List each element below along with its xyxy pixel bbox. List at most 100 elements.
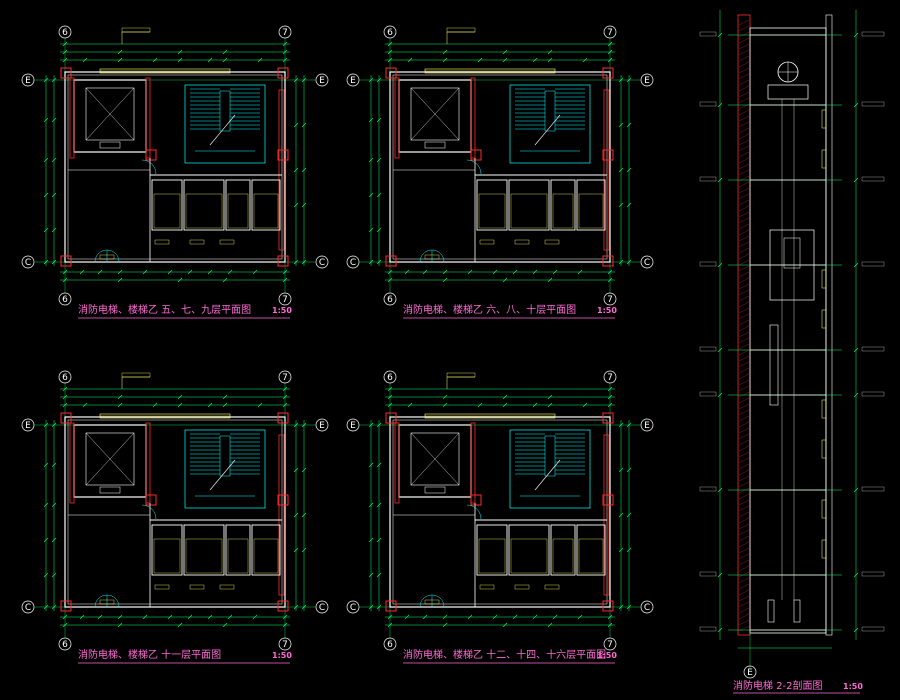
dimension-tick [853, 487, 859, 493]
level-tag [861, 176, 885, 182]
axis-label: E [25, 76, 31, 86]
service-shaft [251, 179, 281, 231]
dimension-tick [387, 394, 393, 400]
dimension-tick [117, 614, 123, 620]
stair-arrow [209, 114, 236, 146]
tag-box [154, 239, 170, 245]
wall-hatch [738, 55, 750, 62]
service-shaft [251, 524, 281, 576]
plan-scale: 1:50 [272, 306, 292, 315]
wall-hatch [738, 415, 750, 422]
dimension-tick [282, 622, 288, 628]
dimension-tick [853, 572, 859, 578]
wall-hatch [738, 25, 750, 32]
tag-box [446, 372, 476, 378]
axis-label: 7 [607, 640, 613, 650]
dimension-tick [618, 77, 624, 83]
side-wall-red [603, 89, 610, 251]
dimension-tick [618, 422, 624, 428]
dimension-tick [376, 227, 382, 233]
dimension-tick [368, 537, 374, 543]
tag-box [99, 599, 115, 605]
dimension-tick [51, 537, 57, 543]
dimension-tick [293, 547, 299, 553]
wall-hatch [738, 247, 750, 254]
dimension-tick [282, 41, 288, 47]
shaft-inner [153, 538, 181, 574]
wall-hatch [738, 385, 750, 392]
dimension-tick [62, 386, 68, 392]
dimension-tick [502, 622, 508, 628]
dimension-tick [442, 269, 448, 275]
dimension-tick [467, 269, 473, 275]
dimension-tick [293, 122, 299, 128]
wall-hatch [738, 619, 750, 626]
level-tag [699, 261, 717, 267]
dimension-tick [717, 32, 723, 38]
wall-hatch [738, 505, 750, 512]
dimension-tick [117, 49, 123, 55]
elevator-shaft-wall [398, 79, 472, 153]
dimension-tick [442, 394, 448, 400]
dimension-tick [222, 49, 228, 55]
dimension-tick [152, 57, 158, 63]
dimension-tick [222, 622, 228, 628]
wall-hatch [738, 493, 750, 500]
wall-hatch [738, 601, 750, 608]
dimension-tick [117, 57, 123, 63]
column [602, 149, 614, 161]
service-shaft [225, 524, 251, 576]
dimension-tick [152, 402, 158, 408]
column [60, 600, 72, 612]
dimension-tick [301, 604, 307, 610]
wall-hatch [738, 181, 750, 188]
wall-hatch [738, 115, 750, 122]
wall-hatch [738, 451, 750, 458]
wall-hatch [738, 523, 750, 530]
door-swing [419, 249, 433, 263]
stair-well [509, 84, 591, 164]
service-shaft [225, 179, 251, 231]
dimension-tick [79, 269, 85, 275]
column [602, 494, 614, 506]
dimension-tick [227, 614, 233, 620]
elevator-car [410, 432, 460, 486]
wall-hatch [738, 541, 750, 548]
landing-door [821, 439, 827, 459]
shaft-inner [253, 538, 279, 574]
dimension-tick [301, 512, 307, 518]
dimension-tick [387, 402, 393, 408]
axis-label: 7 [282, 373, 288, 383]
dimension-tick [117, 402, 123, 408]
dimension-tick [207, 57, 213, 63]
dimension-tick [626, 512, 632, 518]
tag-box [514, 584, 530, 590]
wall-hatch [738, 559, 750, 566]
dimension-tick [547, 57, 553, 63]
stair-arrow [534, 459, 561, 491]
wall-hatch [738, 91, 750, 98]
wall-hatch [738, 139, 750, 146]
dimension-tick [376, 77, 382, 83]
dimension-tick [477, 57, 483, 63]
wall-hatch [738, 205, 750, 212]
pit-buffer [793, 599, 801, 623]
dimension-tick [43, 572, 49, 578]
dimension-tick [387, 386, 393, 392]
dimension-tick [51, 572, 57, 578]
dimension-tick [301, 547, 307, 553]
level-tag [699, 391, 717, 397]
dimension-tick [368, 157, 374, 163]
axis-label: 6 [387, 295, 393, 305]
shaft-inner [185, 193, 223, 229]
wall-hatch [738, 187, 750, 194]
wall-hatch [738, 589, 750, 596]
door-swing [106, 594, 120, 608]
wall-hatch [738, 127, 750, 134]
landing-door [821, 499, 827, 519]
column [60, 67, 72, 79]
elevator-car-cross [410, 432, 460, 486]
dimension-tick [376, 604, 382, 610]
dimension-tick [607, 622, 613, 628]
